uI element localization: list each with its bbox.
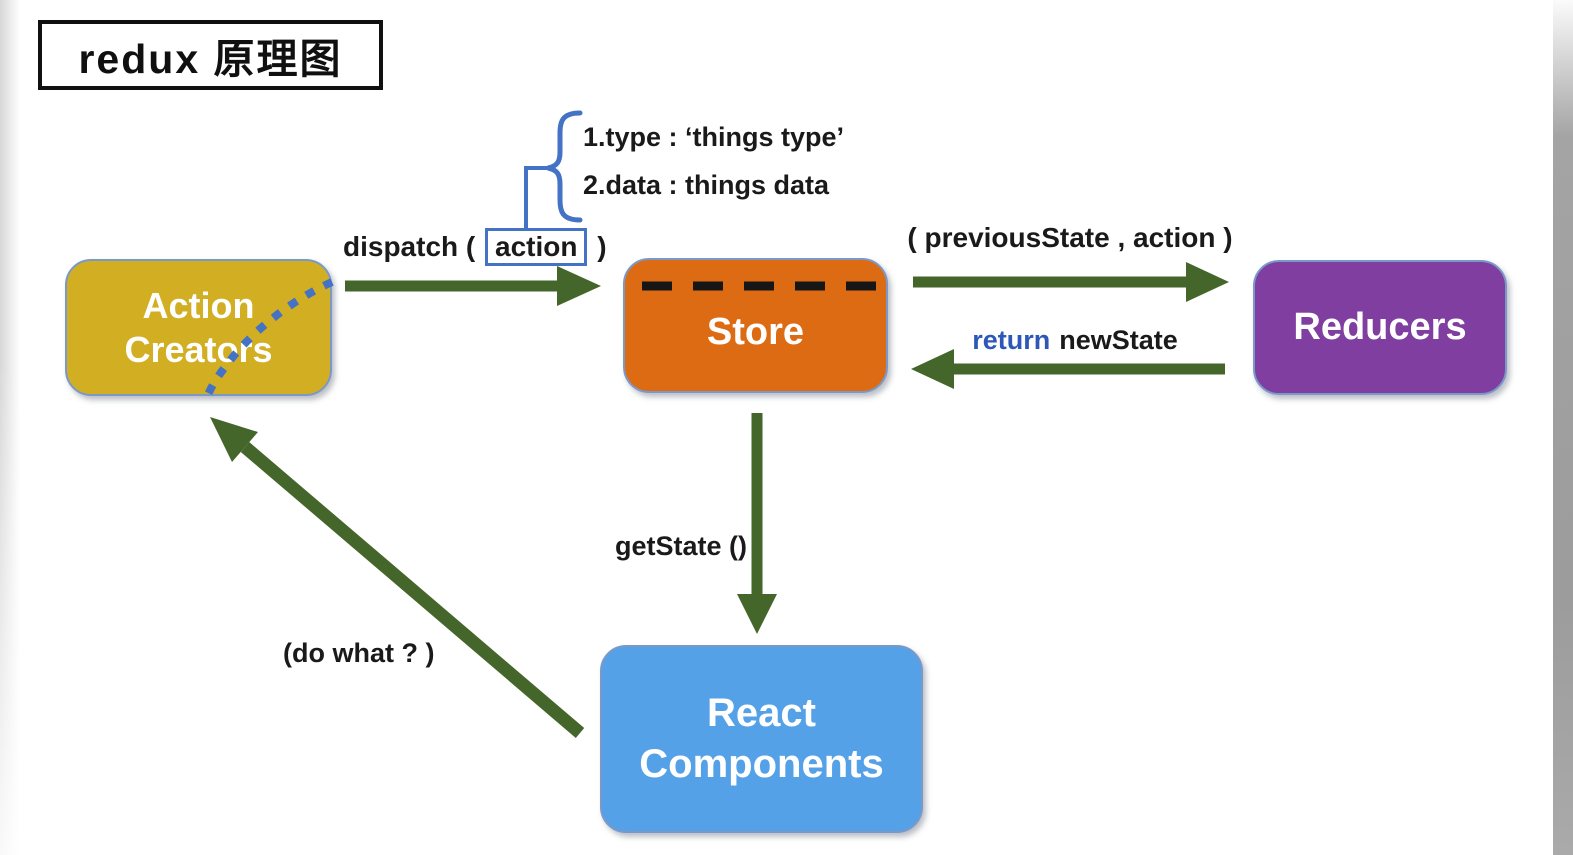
action-creators-label-line1: Action — [142, 284, 255, 326]
previous-state-arrow-icon — [913, 262, 1229, 302]
react-components-label-line2: Components — [639, 742, 884, 786]
get-state-label: getState () — [614, 531, 747, 561]
do-what-arrow-icon — [210, 417, 585, 738]
action-creators-node: Action Creators — [65, 259, 332, 396]
store-node: Store — [623, 258, 888, 393]
action-annotation-data: 2.data : things data — [583, 170, 830, 200]
diagram-title: redux 原理图 — [38, 20, 383, 90]
store-label: Store — [706, 311, 805, 353]
get-state-arrow-icon — [737, 413, 777, 634]
previous-state-label: ( previousState , action ) — [907, 222, 1233, 253]
dispatch-arrow-icon — [345, 266, 601, 306]
reducers-node: Reducers — [1253, 260, 1507, 395]
react-components-node: React Components — [600, 645, 923, 833]
action-creators-label-line2: Creators — [124, 328, 273, 370]
dispatch-label: dispatch ( action ) — [343, 228, 607, 266]
dispatch-label-prefix: dispatch ( — [343, 231, 476, 262]
dispatch-label-suffix: ) — [597, 231, 607, 262]
action-chip: action — [485, 228, 588, 266]
left-page-shadow — [0, 0, 20, 855]
reducers-label: Reducers — [1293, 306, 1467, 348]
action-annotation-type: 1.type : ‘things type’ — [583, 122, 845, 152]
brace-connector-line — [524, 166, 548, 231]
do-what-label: (do what ? ) — [283, 638, 435, 668]
return-new-state-label: return newState — [935, 325, 1215, 356]
new-state-text: newState — [1059, 325, 1178, 355]
diagram-title-text: redux 原理图 — [78, 36, 343, 82]
return-keyword: return — [972, 325, 1051, 355]
annotation-brace-icon — [547, 110, 583, 223]
react-components-label-line1: React — [707, 690, 816, 735]
right-page-shadow — [1553, 0, 1573, 855]
